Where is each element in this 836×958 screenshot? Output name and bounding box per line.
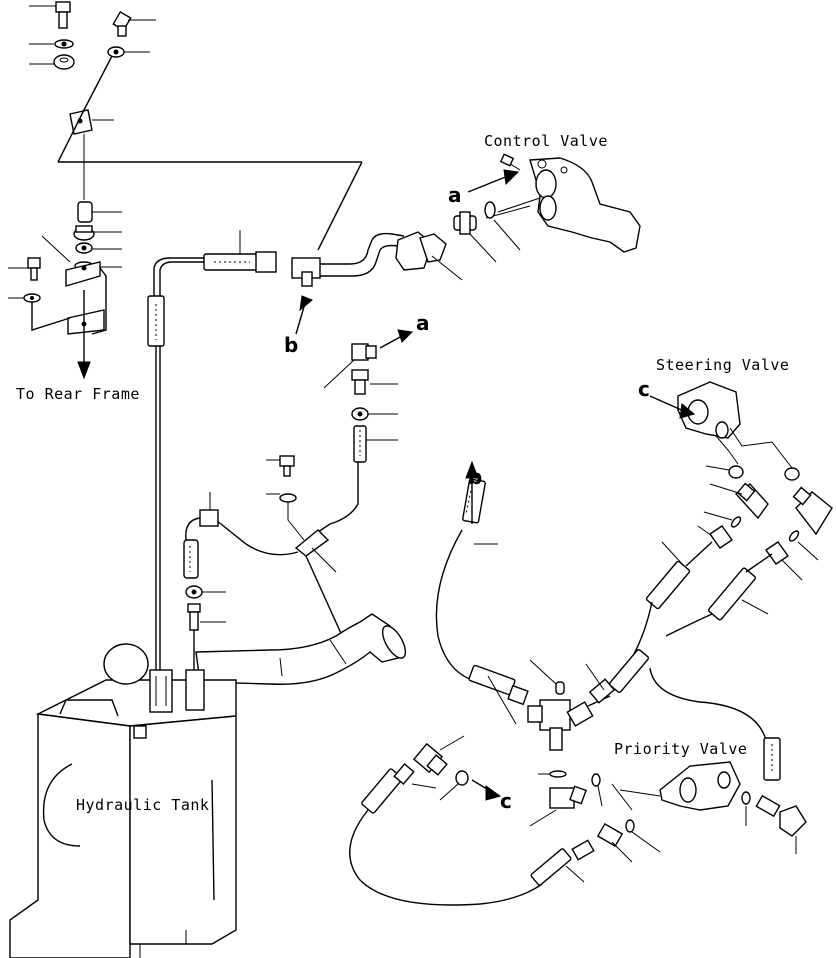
key-a-middle: a xyxy=(416,311,430,335)
control-valve: Control Valve xyxy=(453,132,641,263)
to-rear-frame-label: To Rear Frame xyxy=(16,385,140,403)
top-elbow-bolt xyxy=(107,10,156,58)
center-tee-block: b xyxy=(435,460,616,778)
mid-stack-parts xyxy=(73,201,122,271)
right-fittings xyxy=(697,482,833,581)
hydraulic-tank: Hydraulic Tank xyxy=(9,643,237,958)
key-c-steering: c xyxy=(638,377,650,401)
key-a-top: a xyxy=(448,183,462,207)
priority-valve: Priority Valve xyxy=(529,740,807,863)
tee-fitting-top xyxy=(291,231,463,287)
key-b-center: b xyxy=(468,465,482,489)
right-hoses xyxy=(608,541,781,781)
key-c-lower: c xyxy=(500,789,512,813)
steering-valve: Steering Valve c xyxy=(638,356,800,481)
top-hose-assembly xyxy=(147,230,277,690)
priority-valve-label: Priority Valve xyxy=(614,740,747,758)
drain-line-assembly xyxy=(183,455,359,690)
upper-clamp xyxy=(57,55,363,251)
control-valve-label: Control Valve xyxy=(484,132,608,150)
lower-left-line: c xyxy=(349,735,595,906)
lower-bracket xyxy=(8,235,107,380)
middle-elbow-group xyxy=(323,329,414,463)
key-b-lower: b xyxy=(284,333,298,357)
top-bolt-group xyxy=(29,1,75,70)
steering-valve-label: Steering Valve xyxy=(656,356,789,374)
hydraulic-tank-label: Hydraulic Tank xyxy=(76,796,209,814)
arrow-b-upper xyxy=(295,295,313,335)
suction-hose xyxy=(195,613,407,685)
